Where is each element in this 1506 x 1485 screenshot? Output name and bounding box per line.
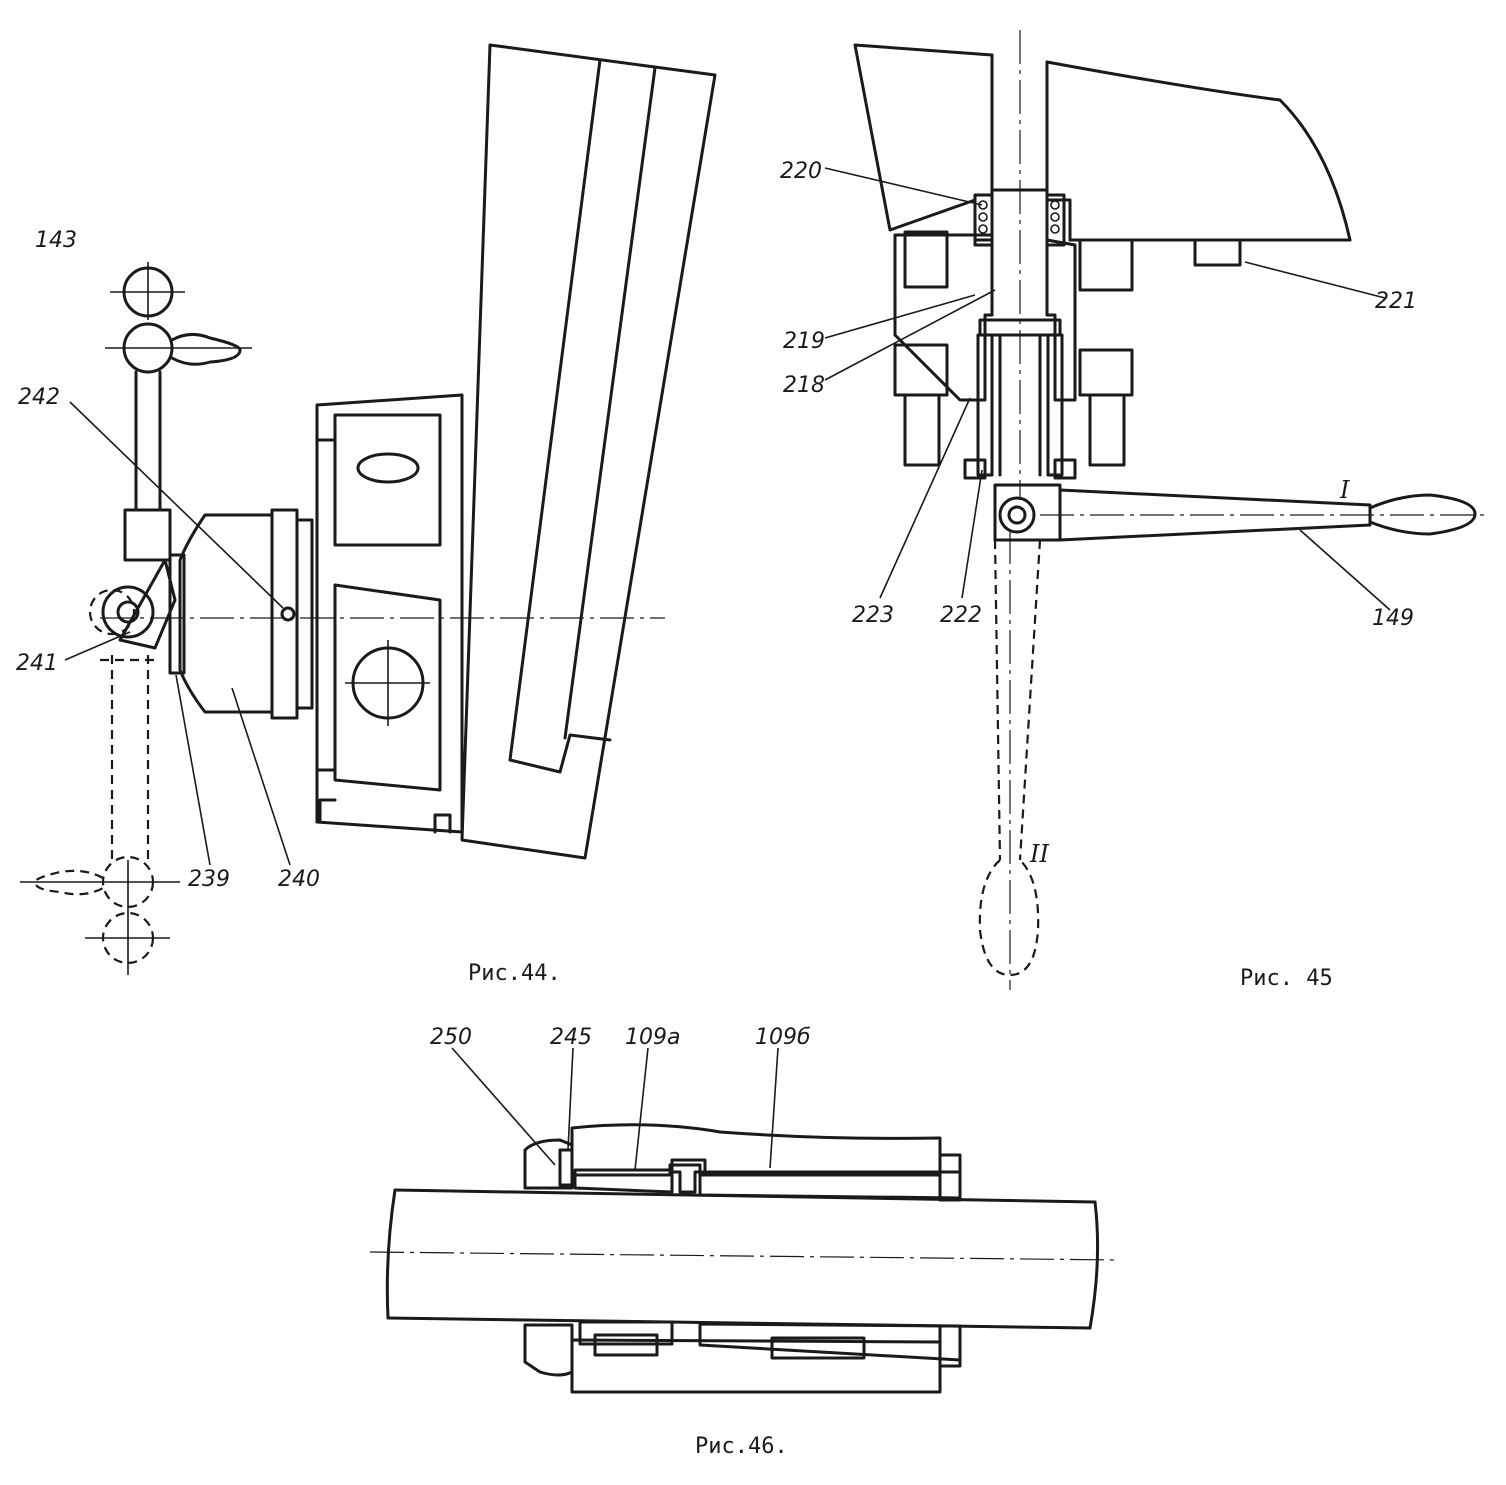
fig45-sleeve (963, 318, 1077, 480)
fig45-body-right (1045, 60, 1352, 242)
fig46-lower-housing (570, 1338, 942, 1394)
fig45-label-149: 149 (1372, 606, 1414, 631)
fig45-position-I: I (1339, 476, 1350, 504)
fig46-upper-bush-109a (573, 1168, 674, 1194)
fig46-end-ring-lower (938, 1324, 962, 1368)
fig46-caption: Рис.46. (695, 1434, 788, 1459)
fig44-leaders (64, 401, 291, 866)
fig46-label-245: 245 (550, 1025, 592, 1050)
fig46-nut-upper (523, 1138, 574, 1190)
fig45-handle-I (993, 483, 1490, 542)
fig44-label-240: 240 (278, 867, 320, 892)
fig46-insert-left (593, 1333, 659, 1357)
fig44-handle-lower-alt (20, 588, 180, 975)
fig45-bracket-right (1045, 238, 1077, 402)
fig44-dial-flange (168, 508, 314, 720)
fig45-leaders (824, 167, 1391, 611)
fig45-screws (893, 230, 1134, 467)
figure-44: 143 242 241 239 240 Рис.44. (16, 43, 717, 986)
fig46-label-109a: 109а (625, 1025, 680, 1050)
fig45-label-218: 218 (783, 373, 825, 398)
fig45-label-222: 222 (940, 603, 982, 628)
fig46-end-ring-upper (938, 1153, 962, 1202)
fig44-label-143: 143 (35, 228, 77, 253)
fig46-label-250: 250 (430, 1025, 472, 1050)
fig44-label-239: 239 (188, 867, 230, 892)
fig45-label-219: 219 (783, 329, 825, 354)
fig46-leaders (451, 1047, 779, 1171)
fig46-lower-bush-left (578, 1320, 674, 1346)
fig46-insert-right (770, 1336, 866, 1360)
fig45-label-223: 223 (852, 603, 894, 628)
figure-46: 250 245 109а 109б Рис.46. (369, 1025, 1121, 1459)
fig46-key-upper (670, 1158, 707, 1194)
fig45-body-left (853, 43, 994, 242)
fig45-plate-221 (1068, 238, 1352, 267)
figure-45: 220 219 218 221 223 222 149 I II Рис. 45 (780, 30, 1490, 991)
fig44-label-242: 242 (18, 385, 60, 410)
fig45-label-221: 221 (1375, 289, 1417, 314)
fig45-spring (973, 193, 1066, 247)
fig46-upper-housing-109b (570, 1123, 942, 1177)
fig44-label-241: 241 (16, 651, 58, 676)
fig45-caption: Рис. 45 (1240, 966, 1333, 991)
fig45-handle-II-alt (978, 530, 1042, 990)
fig44-handle-upper (101, 262, 252, 650)
fig44-caption: Рис.44. (468, 961, 561, 986)
fig45-position-II: II (1029, 840, 1049, 868)
fig46-label-109b: 109б (755, 1025, 811, 1050)
fig46-nut-lower (523, 1323, 574, 1377)
fig44-column (460, 43, 717, 860)
fig44-housing (315, 393, 464, 834)
fig45-label-220: 220 (780, 159, 822, 184)
fig46-shaft (369, 1188, 1121, 1330)
